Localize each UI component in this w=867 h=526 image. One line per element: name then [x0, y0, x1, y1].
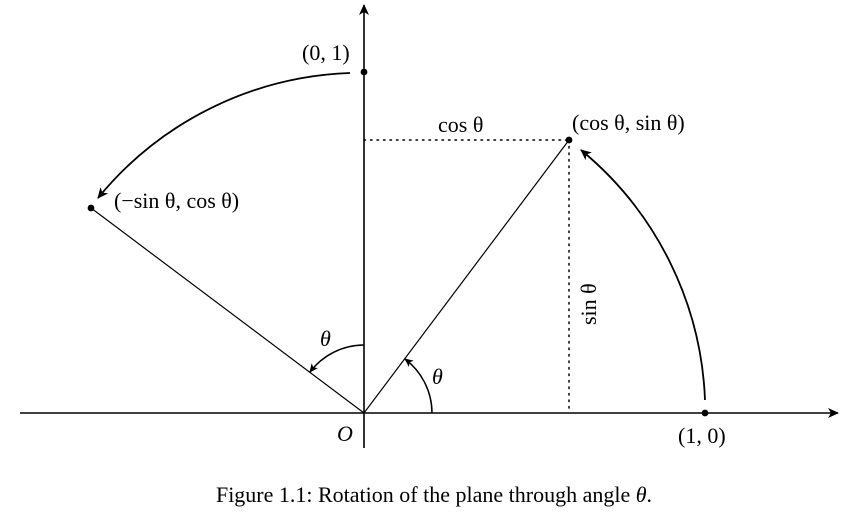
point-rotated-label: (cos θ, sin θ): [572, 110, 685, 135]
point-0-1-dot: [360, 68, 368, 76]
ray-to-rotated-perp-point: [90, 207, 365, 414]
angle-arc-lower: [404, 358, 433, 414]
sin-theta-segment-label: sin θ: [576, 283, 601, 325]
caption-theta: θ: [636, 482, 647, 507]
point-rotated-perp-dot: [87, 204, 95, 212]
angle-upper-label: θ: [320, 326, 331, 351]
point-0-1-label: (0, 1): [302, 40, 350, 65]
caption-suffix: .: [647, 482, 653, 507]
ray-to-rotated-point: [363, 139, 570, 414]
angle-arc-upper: [309, 344, 365, 373]
point-1-0-dot: [701, 409, 709, 417]
angle-lower-label: θ: [432, 364, 443, 389]
cos-theta-segment-label: cos θ: [438, 112, 483, 137]
point-rotated-perp-label: (−sin θ, cos θ): [114, 188, 239, 213]
point-1-0-label: (1, 0): [678, 423, 726, 448]
rotation-arc-left: [97, 72, 351, 199]
rotation-arc-right: [580, 149, 706, 401]
point-rotated-dot: [565, 136, 573, 144]
caption-prefix: Figure 1.1: Rotation of the plane throug…: [216, 482, 636, 507]
origin-label: O: [337, 421, 353, 446]
figure-caption: Figure 1.1: Rotation of the plane throug…: [216, 482, 652, 507]
